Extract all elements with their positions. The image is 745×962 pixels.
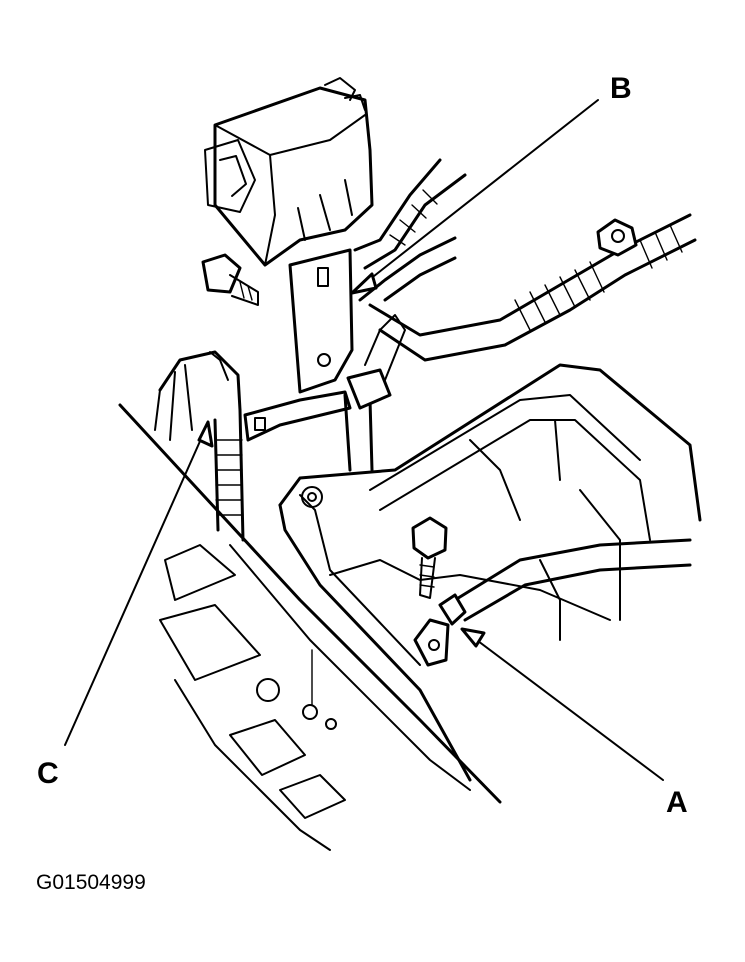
relay-bolt [201,253,259,306]
battery-tray [278,363,702,782]
callout-a: A [666,786,688,819]
leader-lines [64,99,664,781]
callout-b: B [610,72,632,105]
main-harness [368,213,697,362]
relay-box [204,77,374,267]
ground-cable-a [413,538,692,667]
callout-c: C [37,757,59,790]
ground-bolt [411,516,448,599]
mounting-bracket [243,248,354,442]
wire-harness-c [154,350,245,542]
figure-code: G01504999 [36,871,146,894]
wire-harness-b [343,158,467,472]
